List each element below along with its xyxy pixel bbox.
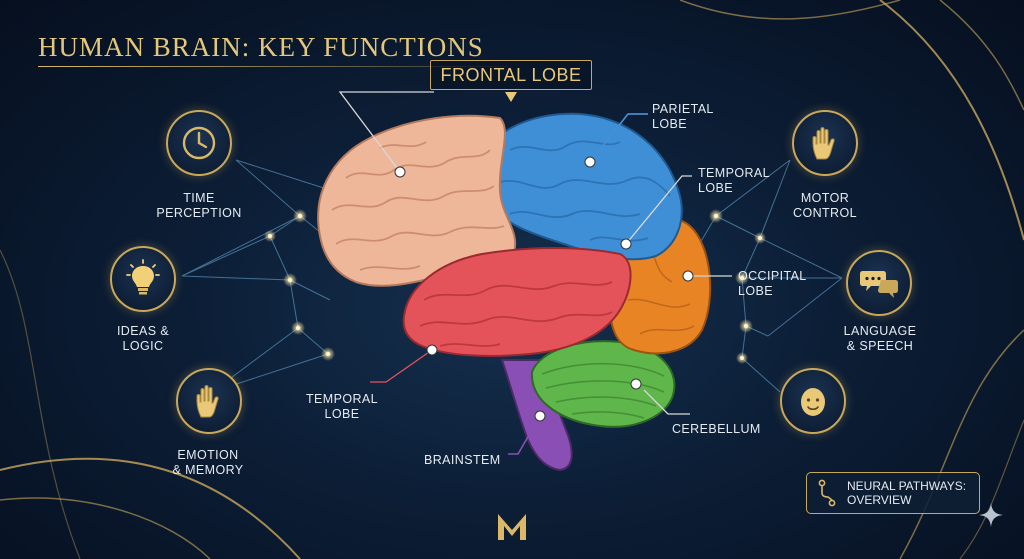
time-perception-icon-circle[interactable] (166, 110, 232, 176)
lightbulb-icon (126, 259, 160, 295)
emotion-memory-icon-circle[interactable] (176, 368, 242, 434)
frontal-region (317, 114, 517, 287)
face-icon-circle[interactable] (780, 368, 846, 434)
clock-icon (182, 126, 216, 160)
time-perception-label: TIME PERCEPTION (156, 191, 242, 220)
language-speech-label: LANGUAGE & SPEECH (843, 324, 917, 353)
face-icon (801, 388, 825, 416)
hand-icon (812, 127, 835, 160)
frontal-lobe-label: FRONTAL LOBE (430, 60, 592, 90)
logo-mark-icon (498, 514, 526, 540)
sparkle-icon (978, 502, 1004, 528)
brainstem-label: BRAINSTEM (424, 453, 501, 467)
motor-control-icon-circle[interactable] (792, 110, 858, 176)
emotion-memory-label: EMOTION & MEMORY (172, 448, 244, 477)
title-underline (38, 66, 508, 67)
motor-control-label: MOTOR CONTROL (793, 191, 857, 220)
logo (494, 508, 530, 544)
ideas-logic-label: IDEAS & LOGIC (116, 324, 170, 353)
pathway-icon (818, 479, 836, 507)
overview-label: NEURAL PATHWAYS: OVERVIEW (847, 479, 967, 507)
neural-pathways-overview-button[interactable]: NEURAL PATHWAYS: OVERVIEW (806, 472, 980, 514)
language-speech-icon-circle[interactable] (846, 250, 912, 316)
hand-icon (196, 385, 219, 418)
temporal-lobe-lower-label: TEMPORAL LOBE (306, 392, 378, 421)
speech-bubbles-icon (860, 271, 898, 298)
parietal-lobe-label: PARIETAL LOBE (652, 102, 714, 131)
ideas-logic-icon-circle[interactable] (110, 246, 176, 312)
page-title: HUMAN BRAIN: KEY FUNCTIONS (38, 32, 484, 62)
cerebellum-region (530, 340, 676, 428)
temporal-lobe-upper-label: TEMPORAL LOBE (698, 166, 770, 195)
cerebellum-label: CEREBELLUM (672, 422, 761, 436)
occipital-lobe-label: OCCIPITAL LOBE (738, 269, 807, 298)
